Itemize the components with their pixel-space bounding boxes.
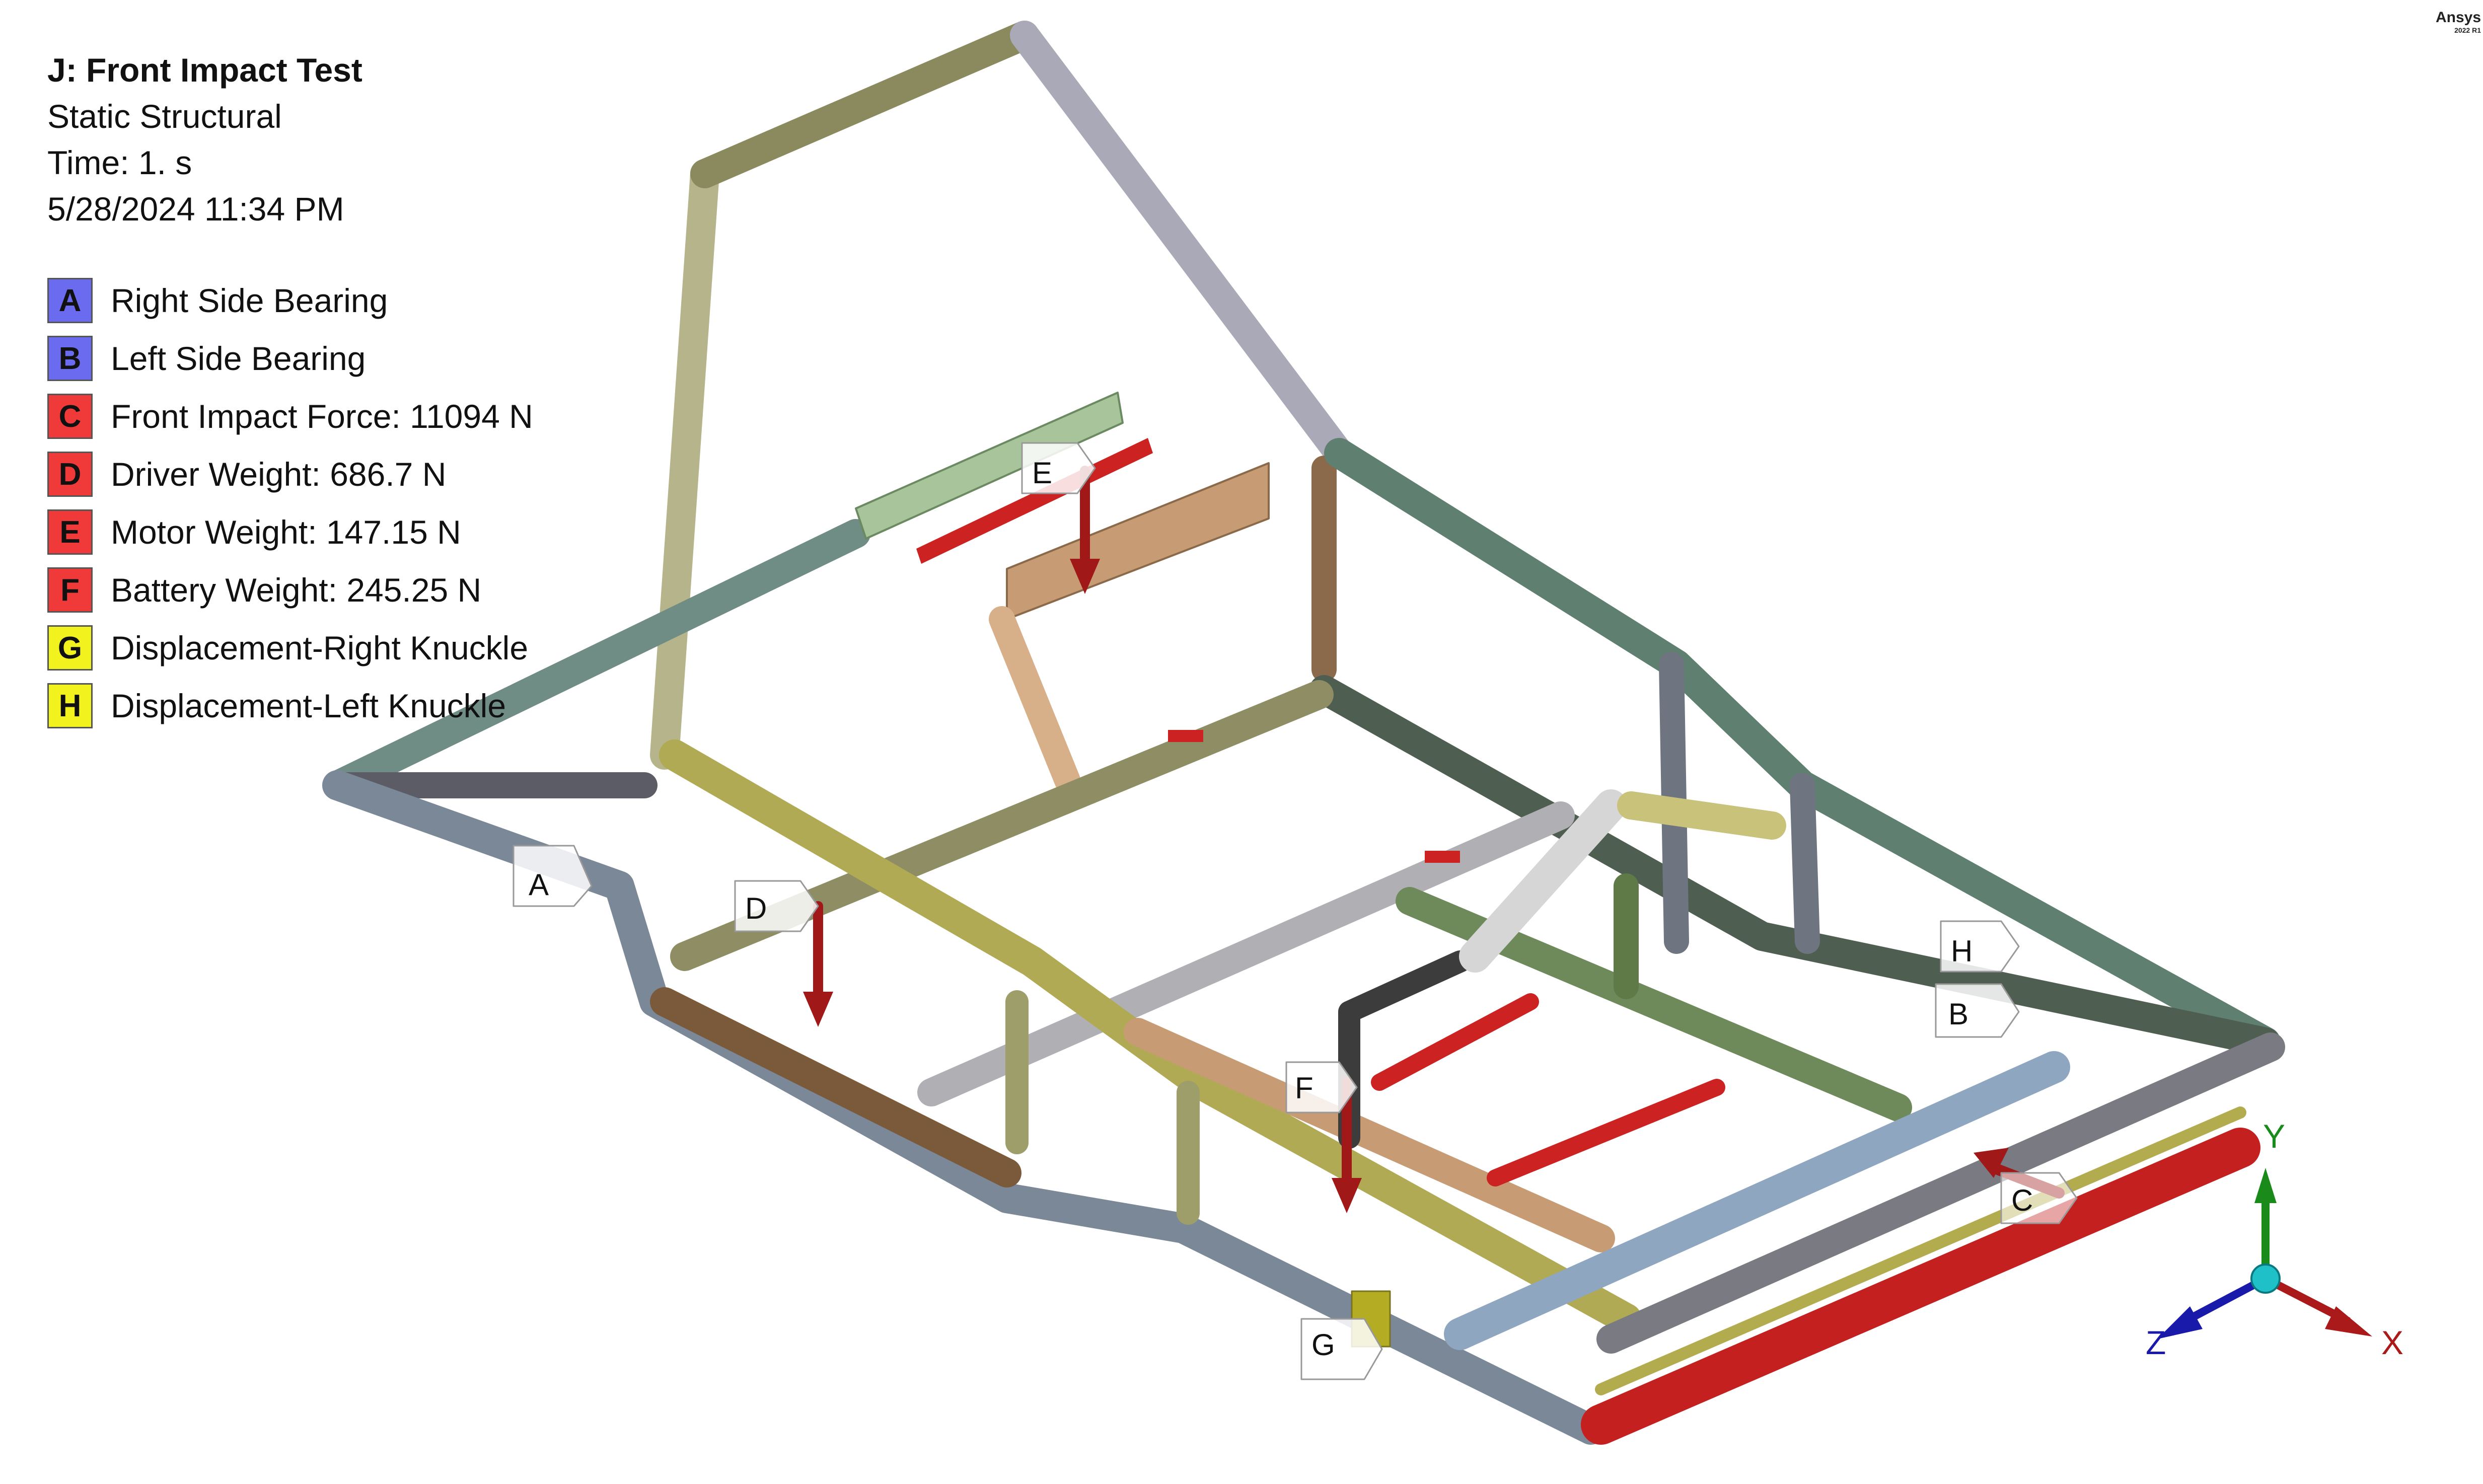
roll-hoop-left-post [650, 159, 719, 770]
z-axis-label: Z [2146, 1324, 2166, 1361]
load-arrow-e [1070, 466, 1100, 594]
legend-swatch-f: F [47, 567, 93, 613]
legend-item-f[interactable]: F Battery Weight: 245.25 N [47, 567, 481, 613]
chassis-frame-model: A E D F G H B C [322, 21, 2285, 1445]
legend-item-h[interactable]: H Displacement-Left Knuckle [47, 683, 506, 729]
brand-name: Ansys [2435, 9, 2481, 26]
axis-triad[interactable]: Y X Z [2146, 1118, 2403, 1361]
tag-f[interactable]: F [1285, 1061, 1358, 1114]
legend-swatch-b: B [47, 336, 93, 381]
steering-mount [1617, 791, 1786, 840]
legend-swatch-d: D [47, 452, 93, 497]
steering-column [1459, 789, 1627, 973]
legend-swatch-e: E [47, 509, 93, 555]
tag-g-text: G [1311, 1328, 1335, 1362]
motor-tan-bracket [1006, 462, 1270, 620]
y-axis-arrow [2254, 1168, 2277, 1203]
y-axis-label: Y [2263, 1118, 2285, 1155]
legend-label-g: Displacement-Right Knuckle [111, 629, 529, 666]
motor-tan-strut [989, 606, 1080, 793]
front-bumper-gray [1596, 1032, 2285, 1354]
legend-item-b[interactable]: B Left Side Bearing [47, 335, 366, 382]
tag-e-text: E [1032, 456, 1052, 490]
tag-c[interactable]: C [2000, 1172, 2078, 1224]
roll-hoop-brace [1010, 21, 1354, 468]
x-axis-label: X [2381, 1324, 2403, 1361]
triad-origin [2250, 1264, 2281, 1294]
legend-swatch-h: H [47, 683, 93, 728]
legend-item-g[interactable]: G Displacement-Right Knuckle [47, 625, 528, 671]
x-axis-arrow [2325, 1306, 2372, 1337]
battery-bar-2 [1487, 1079, 1725, 1186]
legend-label-c: Front Impact Force: 11094 N [111, 398, 533, 435]
tag-d[interactable]: D [734, 880, 819, 932]
battery-bar-1 [1371, 993, 1539, 1091]
timestamp-label: 5/28/2024 11:34 PM [47, 190, 344, 228]
legend-label-d: Driver Weight: 686.7 N [111, 456, 447, 493]
side-rail-right-lower [1309, 675, 2280, 1057]
front-posts [1005, 990, 1200, 1225]
load-arrow-d [803, 901, 833, 1027]
tag-h[interactable]: H [1940, 920, 2020, 973]
tag-f-text: F [1295, 1071, 1313, 1105]
legend-swatch-a: A [47, 278, 93, 323]
tag-a[interactable]: A [513, 845, 593, 907]
ansys-logo: Ansys 2022 R1 [2436, 9, 2481, 34]
front-side-rail-olive [659, 739, 1642, 1334]
side-rail-left [323, 519, 870, 800]
legend-label-e: Motor Weight: 147.15 N [111, 513, 461, 551]
front-tan-rail [1124, 1018, 1615, 1252]
front-bumper-yellow [1595, 1106, 2246, 1395]
mark-red-2 [1425, 851, 1460, 863]
tag-g[interactable]: G [1300, 1318, 1383, 1380]
front-blue-cross [1444, 1051, 2070, 1350]
side-rail-right-upper [1324, 438, 2281, 1057]
tag-e[interactable]: E [1021, 442, 1096, 494]
z-axis-arrow [2157, 1306, 2203, 1339]
legend-label-f: Battery Weight: 245.25 N [111, 571, 482, 609]
tag-h-text: H [1951, 934, 1973, 968]
legend-item-a[interactable]: A Right Side Bearing [47, 277, 388, 324]
legend-swatch-c: C [47, 394, 93, 439]
analysis-type: Static Structural [47, 98, 282, 135]
roll-hoop-top-bar [690, 21, 1039, 188]
tag-a-text: A [529, 868, 549, 902]
legend-label-b: Left Side Bearing [111, 340, 366, 377]
legend-swatch-g: G [47, 625, 93, 671]
analysis-title: J: Front Impact Test [47, 51, 362, 89]
tag-b[interactable]: B [1935, 983, 2020, 1038]
legend-label-a: Right Side Bearing [111, 282, 388, 319]
time-label: Time: 1. s [47, 144, 192, 181]
legend-label-h: Displacement-Left Knuckle [111, 687, 506, 724]
tag-d-text: D [745, 892, 767, 925]
tag-b-text: B [1948, 997, 1968, 1031]
mark-red-1 [1168, 730, 1203, 742]
brand-version: 2022 R1 [2454, 26, 2481, 34]
front-bumper-red [1581, 1128, 2260, 1445]
legend-item-c[interactable]: C Front Impact Force: 11094 N [47, 393, 533, 439]
legend-item-e[interactable]: E Motor Weight: 147.15 N [47, 509, 461, 555]
bottom-rail-brown [650, 987, 1021, 1188]
legend-item-d[interactable]: D Driver Weight: 686.7 N [47, 451, 446, 497]
tag-c-text: C [2011, 1183, 2033, 1217]
motor-mount-plate [855, 392, 1124, 540]
